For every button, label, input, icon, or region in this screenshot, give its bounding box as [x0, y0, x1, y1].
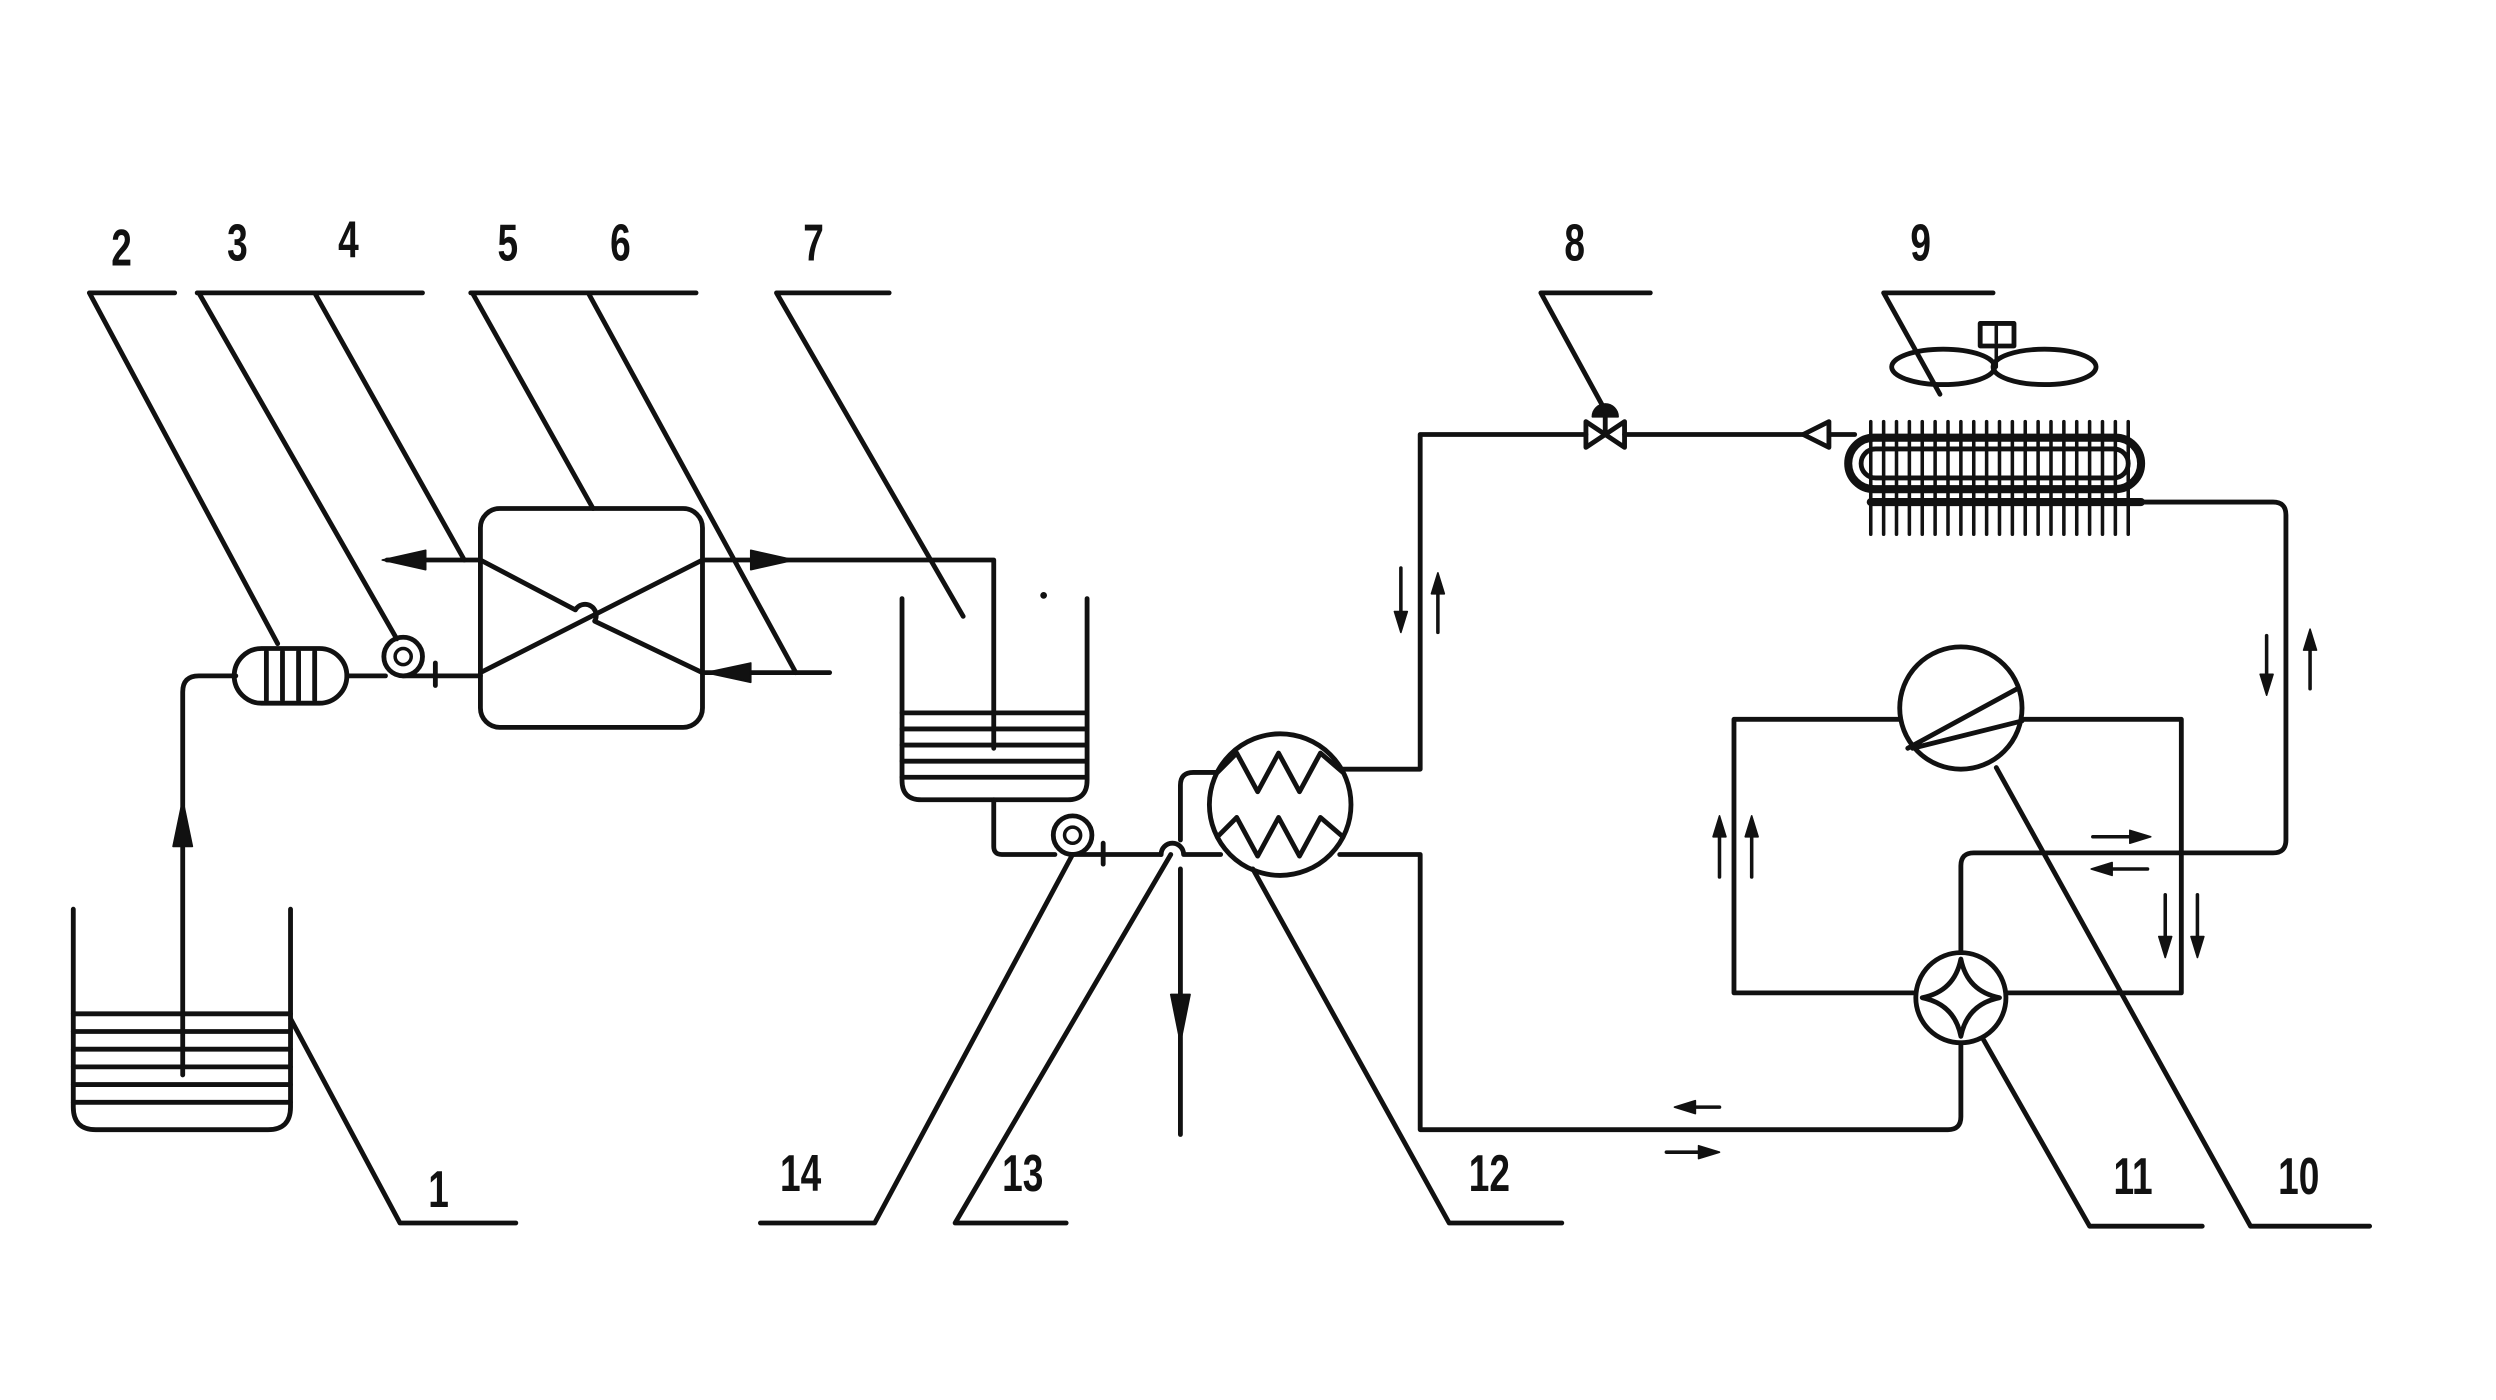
- callout-label-13: 13: [1002, 1144, 1043, 1203]
- flow-right-arrow-icon: [1697, 1144, 1721, 1160]
- filter-2: [231, 646, 388, 706]
- supply-pipe: [172, 673, 239, 1078]
- flow-up-arrow-icon: [2302, 628, 2318, 651]
- refrigerant-line-upper: [1340, 432, 1589, 772]
- condenser-9: [1844, 419, 2289, 956]
- callout-label-2: 2: [111, 218, 132, 277]
- callout-label-9: 9: [1910, 214, 1931, 273]
- callout-label-3: 3: [227, 214, 248, 273]
- flow-down-arrow-icon: [2158, 935, 2173, 959]
- callout-label-4: 4: [338, 210, 359, 269]
- outlet-right-arrow-icon: [749, 549, 796, 571]
- flow-left-arrow-icon: [2090, 861, 2113, 877]
- flow-up-arrow-icon: [1712, 815, 1727, 838]
- flow-right-arrow-icon: [2129, 829, 2152, 845]
- refrigerant-line-lower: [1337, 852, 1964, 1133]
- flow-down-arrow-icon: [2190, 935, 2205, 959]
- flow-left-arrow-icon: [1673, 1099, 1697, 1115]
- outlet-left-arrow-icon: [381, 549, 427, 571]
- compressor-10: [1731, 644, 2184, 996]
- four-way-valve-11: [1913, 950, 2009, 1046]
- callout-label-5: 5: [497, 214, 518, 273]
- flow-up-arrow-icon: [1430, 572, 1446, 595]
- flow-down-arrow-icon: [1393, 610, 1409, 634]
- callout-label-11: 11: [2113, 1147, 2152, 1206]
- callout-labels: 2 3 4 5 6 7 8 9 1 14 13 12 11 10: [111, 210, 2319, 1218]
- heat-exchanger-box-5: [381, 506, 997, 751]
- leader-lines: [86, 290, 2373, 1229]
- callout-label-1: 1: [428, 1160, 449, 1219]
- drain-down-arrow-icon: [1169, 993, 1191, 1044]
- callout-label-14: 14: [780, 1144, 821, 1203]
- flow-up-arrow-icon: [172, 798, 194, 848]
- callout-label-6: 6: [610, 214, 631, 273]
- flow-down-arrow-icon: [2259, 673, 2274, 696]
- check-valve-icon: [1800, 419, 1832, 450]
- valve-8: [1583, 403, 1858, 450]
- tank-7: [899, 592, 1090, 857]
- callout-label-10: 10: [2278, 1147, 2319, 1206]
- fan-icon: [1889, 321, 2099, 388]
- coil-heat-exchanger-12: [1206, 731, 1354, 878]
- callout-label-7: 7: [803, 214, 824, 273]
- callout-label-12: 12: [1469, 1144, 1510, 1203]
- callout-label-8: 8: [1564, 214, 1585, 273]
- flow-up-arrow-icon: [1744, 815, 1759, 838]
- inlet-left-arrow-icon: [704, 662, 752, 684]
- flow-arrows: [1393, 566, 2318, 1160]
- pump-3: [381, 634, 483, 688]
- junction-13: [1158, 770, 1224, 1137]
